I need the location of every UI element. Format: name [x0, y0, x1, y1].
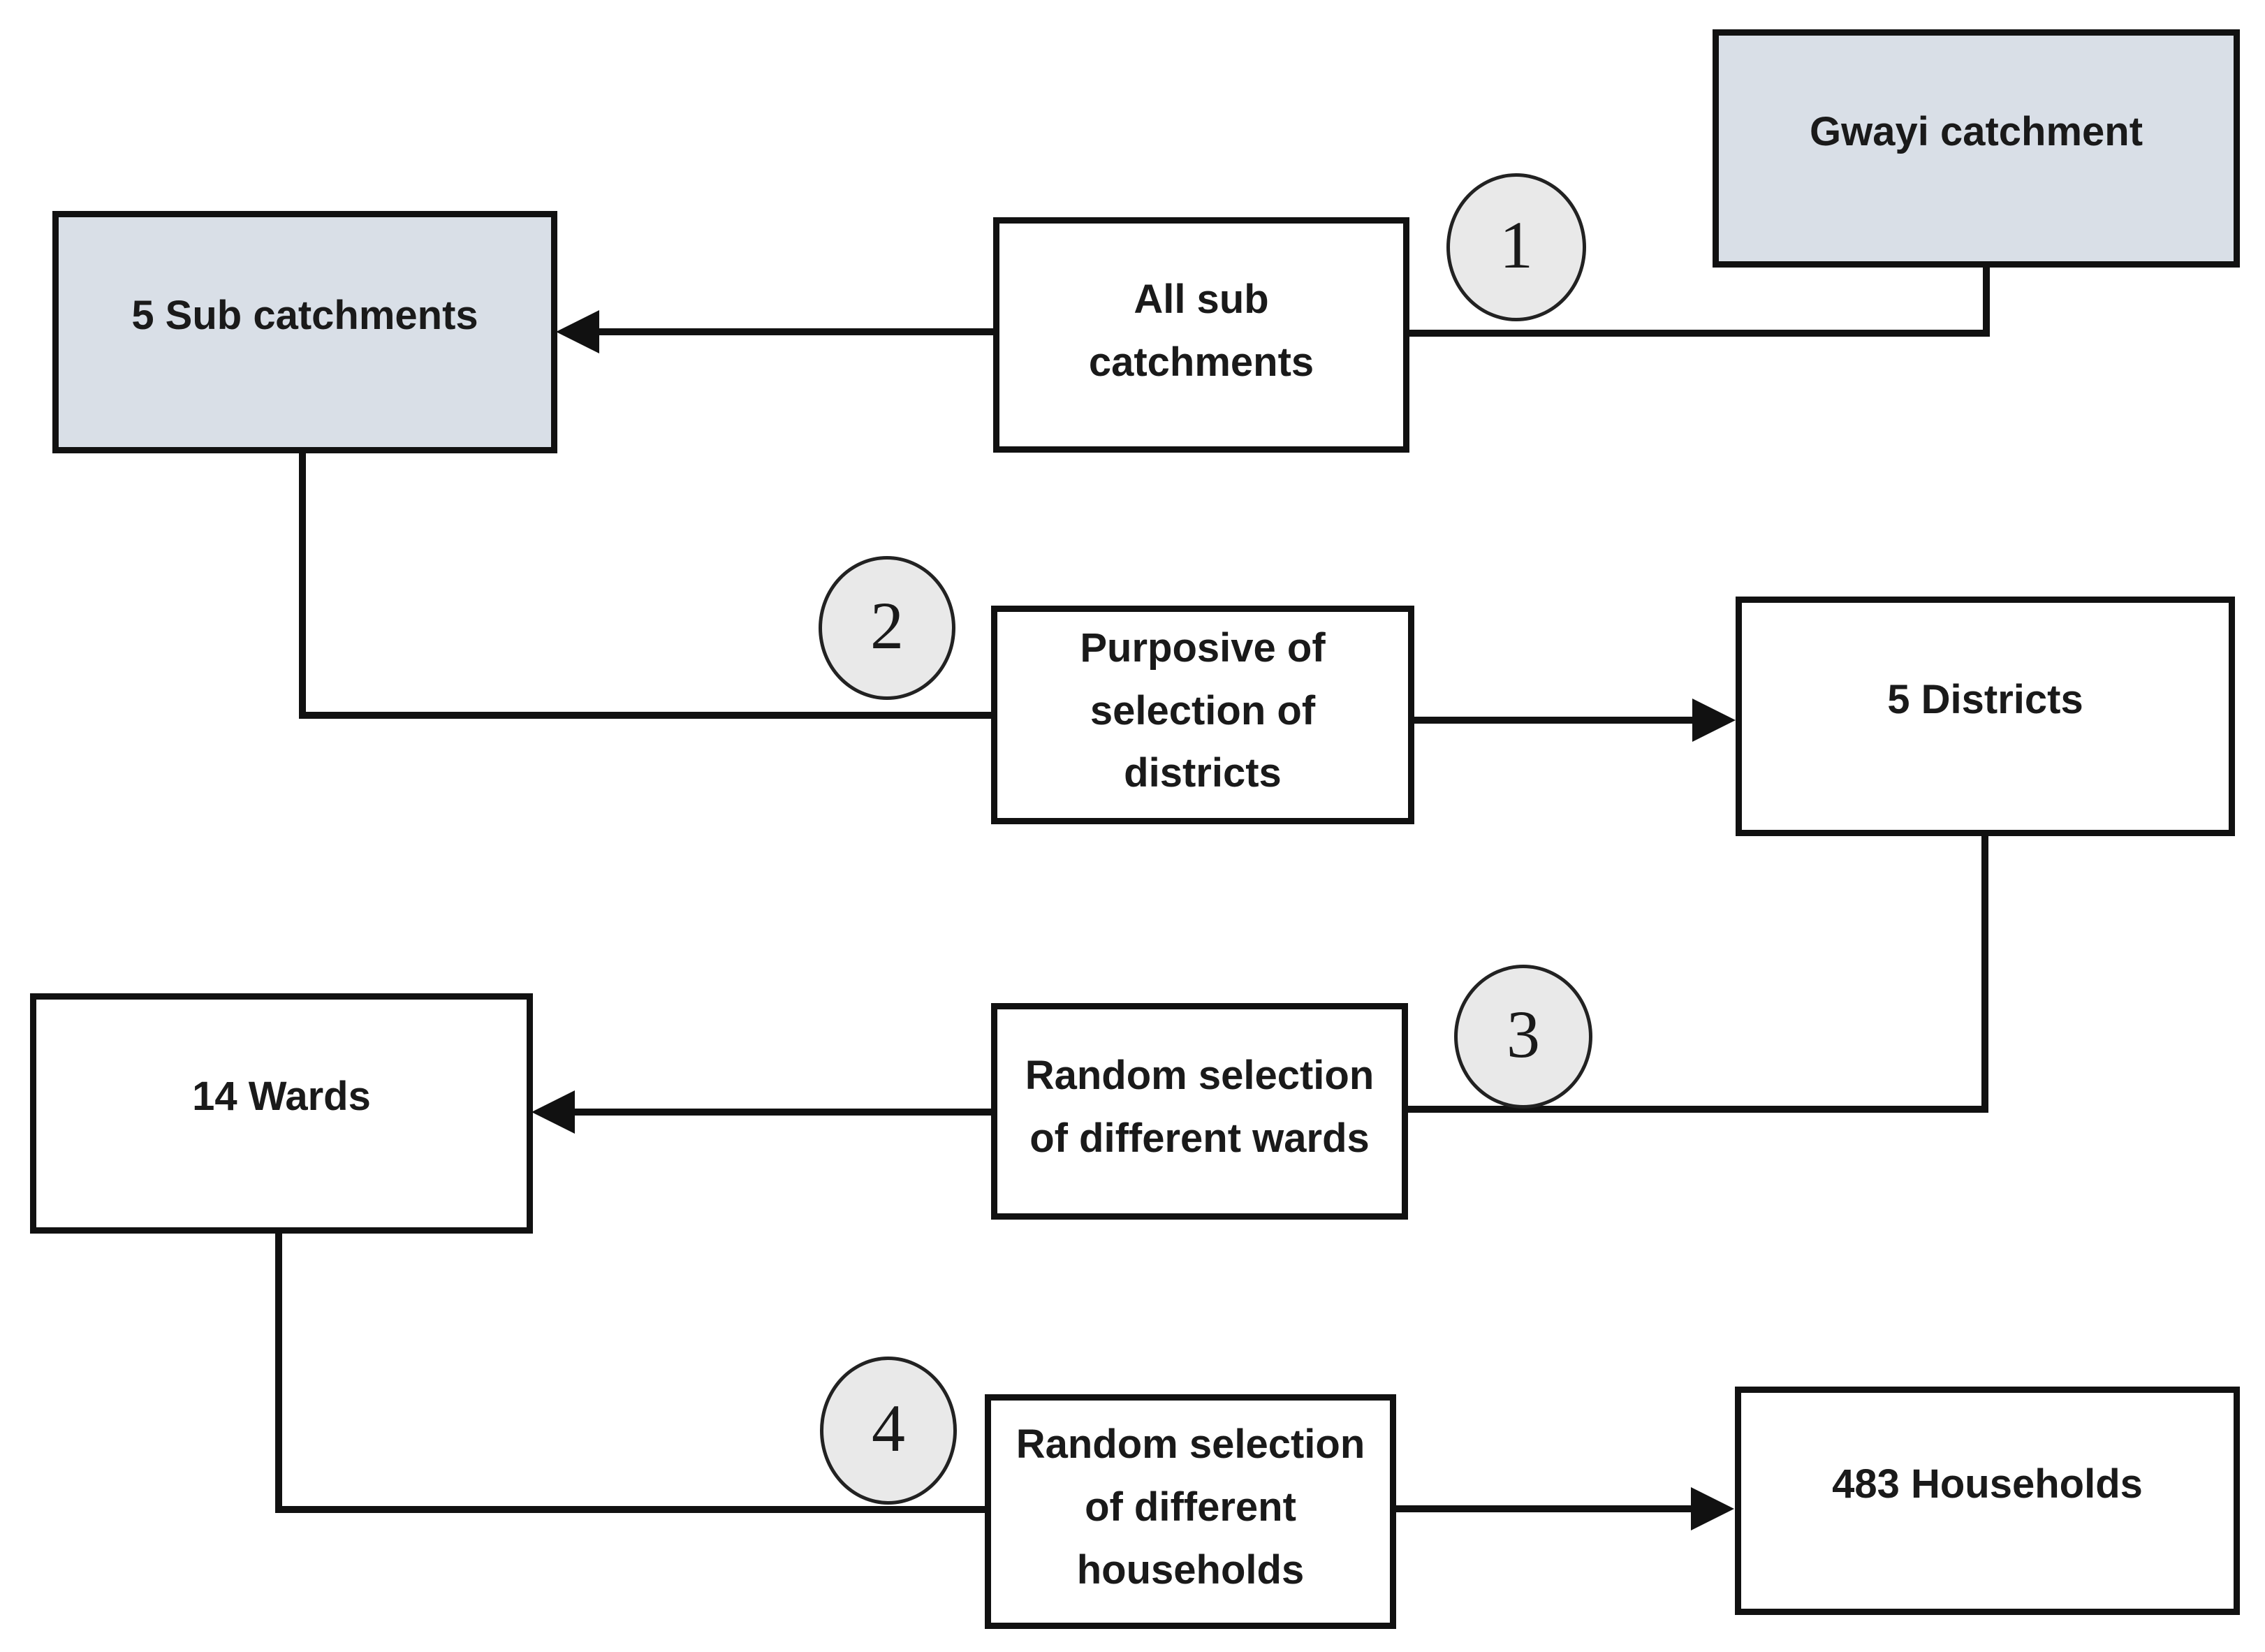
connector-five-sub-down: [299, 451, 306, 719]
node-random-selection-households: Random selection of different households: [985, 1394, 1396, 1629]
arrowhead-into-five-sub: [556, 310, 599, 353]
node-five-sub-catchments: 5 Sub catchments: [52, 211, 557, 453]
connector-row2-left: [299, 712, 991, 719]
node-five-districts: 5 Districts: [1736, 597, 2235, 836]
step-number: 4: [872, 1390, 905, 1465]
node-random-selection-wards: Random selection of different wards: [991, 1003, 1408, 1220]
step-number: 1: [1500, 207, 1533, 282]
connector-row4-left: [275, 1506, 985, 1513]
node-label: Gwayi catchment: [1809, 108, 2143, 154]
node-label: 483 Households: [1832, 1461, 2143, 1507]
connector-row2-right: [1414, 717, 1694, 724]
node-fourteen-wards: 14 Wards: [30, 993, 533, 1234]
arrowhead-into-five-districts: [1692, 699, 1736, 742]
node-label: 5 Sub catchments: [131, 292, 478, 338]
connector-row1-left: [595, 328, 993, 335]
connector-row4-right: [1396, 1505, 1692, 1512]
connector-five-districts-down: [1981, 833, 1988, 1113]
step-badge-3: 3: [1454, 965, 1592, 1109]
arrowhead-into-fourteen-wards: [532, 1090, 575, 1134]
connector-row1-right: [1409, 330, 1990, 337]
node-label: Random selection of different wards: [1025, 1053, 1375, 1161]
step-number: 2: [870, 587, 904, 663]
node-label: Purposive of selection of districts: [1080, 624, 1326, 796]
connector-row3-left: [573, 1109, 991, 1116]
arrowhead-into-households: [1691, 1487, 1734, 1530]
node-gwayi-catchment: Gwayi catchment: [1713, 29, 2240, 268]
node-label: Random selection of different households: [1016, 1421, 1365, 1593]
node-483-households: 483 Households: [1735, 1387, 2240, 1615]
step-number: 3: [1507, 996, 1540, 1072]
connector-row3-right: [1408, 1106, 1988, 1113]
step-badge-2: 2: [819, 556, 955, 700]
connector-gwayi-down: [1983, 264, 1990, 337]
node-purposive-selection-districts: Purposive of selection of districts: [991, 606, 1414, 824]
node-label: 5 Districts: [1887, 676, 2083, 722]
step-badge-1: 1: [1446, 173, 1586, 321]
node-all-sub-catchments: All sub catchments: [993, 217, 1409, 453]
node-label: All sub catchments: [1088, 276, 1314, 385]
step-badge-4: 4: [820, 1357, 957, 1505]
connector-fourteen-wards-down: [275, 1231, 282, 1513]
node-label: 14 Wards: [192, 1074, 371, 1120]
